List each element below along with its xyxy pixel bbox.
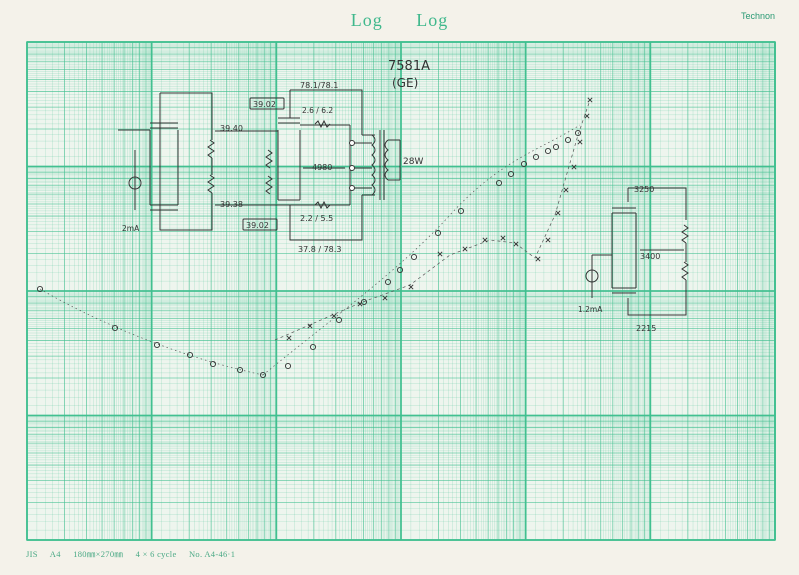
circle-marker bbox=[564, 136, 572, 144]
circle-marker bbox=[335, 316, 343, 324]
cross-marker bbox=[331, 313, 337, 319]
circle-marker bbox=[574, 129, 582, 137]
circle-marker bbox=[544, 147, 552, 155]
cross-curve bbox=[274, 97, 593, 341]
circle-marker bbox=[457, 207, 465, 215]
sheet-title: Log Log bbox=[0, 10, 799, 31]
footer-cycles: 4 × 6 cycle bbox=[135, 549, 177, 559]
cross-marker bbox=[513, 241, 519, 247]
cross-marker bbox=[571, 164, 577, 170]
note-current-right: 1.2mA bbox=[578, 305, 603, 314]
cross-marker bbox=[437, 251, 443, 257]
circle-marker bbox=[259, 371, 267, 379]
note-2-6: 2.6 / 6.2 bbox=[302, 106, 333, 115]
circle-marker bbox=[186, 351, 194, 359]
note-3250: 3250 bbox=[634, 185, 654, 194]
note-78-1: 78.1/78.1 bbox=[300, 81, 338, 90]
cross-marker bbox=[382, 295, 388, 301]
note-39-02-bottom: 39.02 bbox=[246, 221, 269, 230]
cross-marker bbox=[577, 139, 583, 145]
circle-marker bbox=[520, 160, 528, 168]
footer-number: No. A4-46·1 bbox=[188, 549, 236, 559]
bias-schematic bbox=[585, 187, 689, 316]
circle-marker bbox=[111, 324, 119, 332]
note-3400: 3400 bbox=[640, 252, 660, 261]
circle-marker bbox=[209, 360, 217, 368]
note-make: (GE) bbox=[392, 76, 418, 90]
cross-marker bbox=[482, 237, 488, 243]
cross-marker bbox=[500, 235, 506, 241]
circle-marker bbox=[284, 362, 292, 370]
circle-marker bbox=[532, 153, 540, 161]
circle-marker bbox=[36, 285, 44, 293]
push-pull-schematic bbox=[118, 89, 401, 241]
cross-marker bbox=[587, 97, 593, 103]
note-39-38: 39.38 bbox=[220, 200, 243, 209]
circle-marker bbox=[384, 278, 392, 286]
circle-marker bbox=[495, 179, 503, 187]
cross-marker bbox=[462, 246, 468, 252]
cross-marker bbox=[584, 113, 590, 119]
cross-marker bbox=[545, 237, 551, 243]
circle-curve bbox=[36, 124, 582, 379]
cross-marker bbox=[555, 210, 561, 216]
circle-marker bbox=[153, 341, 161, 349]
note-37-8: 37.8 / 78.3 bbox=[298, 245, 341, 254]
circle-marker bbox=[236, 366, 244, 374]
circle-curve-line-2 bbox=[262, 124, 581, 376]
sheet-footer: JIS A4 180㎜×270㎜ 4 × 6 cycle No. A4-46·1 bbox=[26, 548, 245, 560]
circle-marker bbox=[434, 229, 442, 237]
brand-logo: Technon bbox=[740, 11, 775, 21]
handwritten-notes: 7581A (GE) 39.02 39.02 39.40 39.38 78.1/… bbox=[122, 59, 660, 333]
note-2-2: 2.2 / 5.5 bbox=[300, 214, 333, 223]
footer-std: JIS bbox=[26, 549, 38, 559]
title-log-right: Log bbox=[416, 10, 449, 30]
circle-marker bbox=[396, 266, 404, 274]
title-log-left: Log bbox=[350, 10, 383, 30]
footer-dims: 180㎜×270㎜ bbox=[73, 549, 124, 559]
circle-marker bbox=[410, 253, 418, 261]
note-current-left: 2mA bbox=[122, 224, 140, 233]
graph-grid bbox=[26, 41, 776, 541]
footer-size: A4 bbox=[49, 549, 61, 559]
circle-curve-line bbox=[39, 288, 264, 376]
note-4980: 4980 bbox=[312, 163, 332, 172]
circle-marker bbox=[507, 170, 515, 178]
cross-marker bbox=[357, 301, 363, 307]
circle-marker bbox=[552, 143, 560, 151]
cross-marker bbox=[535, 256, 541, 262]
note-tube: 7581A bbox=[388, 59, 430, 74]
note-39-40: 39.40 bbox=[220, 124, 243, 133]
note-39-02-top: 39.02 bbox=[253, 100, 276, 109]
note-output: 28W bbox=[403, 157, 423, 167]
cross-marker bbox=[563, 187, 569, 193]
circle-marker bbox=[309, 343, 317, 351]
note-2215: 2215 bbox=[636, 324, 656, 333]
cross-marker bbox=[307, 323, 313, 329]
cross-marker bbox=[408, 284, 414, 290]
cross-marker bbox=[286, 335, 292, 341]
